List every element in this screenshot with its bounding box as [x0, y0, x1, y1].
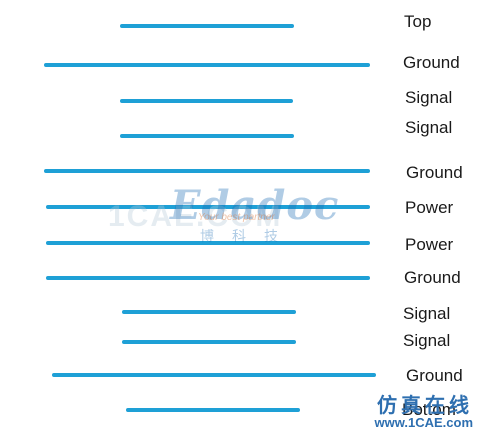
layer-line-power-1	[46, 205, 370, 209]
layer-line-signal-1	[120, 99, 293, 103]
layer-label-top: Top	[404, 12, 432, 31]
layer-label-signal-4: Signal	[403, 331, 451, 350]
layer-label-ground-3: Ground	[404, 268, 461, 287]
layer-label-signal-1: Signal	[405, 88, 453, 107]
layer-line-ground-4	[52, 373, 376, 377]
layer-line-power-2	[46, 241, 370, 245]
layer-line-ground-1	[44, 63, 370, 67]
layer-label-ground-1: Ground	[403, 53, 460, 72]
layer-line-bottom	[126, 408, 300, 412]
layer-line-signal-3	[122, 310, 296, 314]
layer-label-power-1: Power	[405, 198, 454, 217]
layer-label-ground-4: Ground	[406, 366, 463, 385]
site-badge-chinese: 仿真在线	[377, 393, 473, 417]
site-badge-url: www.1CAE.com	[374, 415, 473, 430]
layer-line-ground-2	[44, 169, 370, 173]
layer-label-signal-2: Signal	[405, 118, 453, 137]
layer-line-signal-4	[122, 340, 296, 344]
site-badge: 仿真在线 www.1CAE.com	[375, 394, 473, 430]
layer-line-ground-3	[46, 276, 370, 280]
layer-line-top	[120, 24, 294, 28]
layer-label-power-2: Power	[405, 235, 454, 254]
layer-line-signal-2	[120, 134, 294, 138]
layer-label-ground-2: Ground	[406, 163, 463, 182]
layer-label-bottom: Bottom	[402, 400, 456, 419]
layer-label-signal-3: Signal	[403, 304, 451, 323]
